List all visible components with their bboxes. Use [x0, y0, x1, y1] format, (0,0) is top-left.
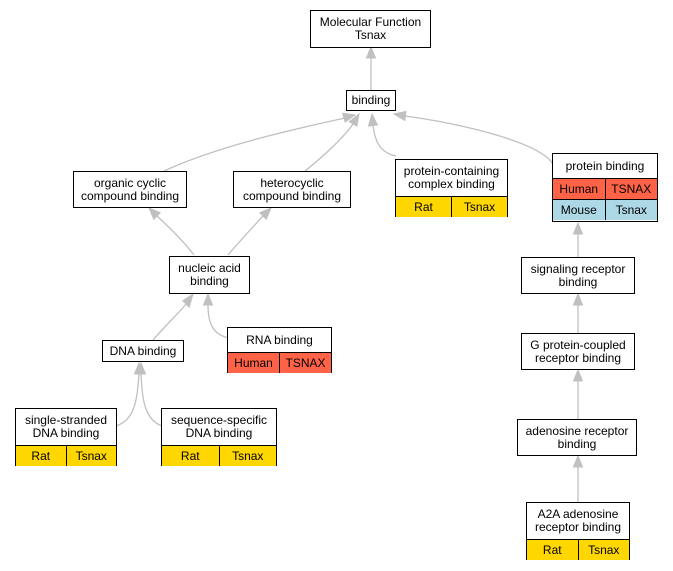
node-label-line2: compound binding [242, 188, 342, 203]
edge-heterocyclic-to-binding [304, 123, 354, 172]
node-label-line1: signaling receptor [530, 261, 626, 276]
node-organic-cyclic-compound-binding[interactable]: organic cyclic compound binding [73, 171, 187, 208]
node-single-stranded-dna-binding[interactable]: single-stranded DNA binding Rat Tsnax [15, 408, 117, 466]
arrowhead [365, 45, 377, 59]
node-label-line2: binding [190, 274, 229, 288]
node-label-line1: G protein-coupled [530, 337, 626, 352]
gene-cell: Tsnax [577, 540, 629, 560]
node-molecular-function[interactable]: Molecular Function Tsnax [310, 10, 431, 48]
arrowhead [348, 112, 360, 128]
node-label-line1: nucleic acid [178, 261, 241, 275]
arrowhead [572, 292, 584, 306]
node-sequence-specific-dna-binding[interactable]: sequence-specific DNA binding Rat Tsnax [161, 408, 277, 466]
node-label-line2: binding [557, 436, 597, 451]
node-label-line2: Tsnax [354, 28, 387, 42]
node-label-line2: DNA binding [32, 426, 100, 440]
node-label-line2: compound binding [80, 188, 180, 203]
edge-protein-containing-to-binding [372, 124, 397, 157]
node-label-line2: receptor binding [534, 350, 622, 365]
species-cell: Human [553, 179, 605, 199]
node-g-protein-coupled-receptor-binding[interactable]: G protein-coupled receptor binding [521, 333, 635, 370]
arrowhead [392, 110, 407, 122]
edge-nucleic-acid-to-organic-cyclic [156, 215, 195, 256]
node-label-line1: binding [351, 93, 391, 107]
node-label-line1: protein-containing [403, 164, 500, 178]
node-label-line1: heterocyclic [260, 175, 324, 190]
node-heterocyclic-compound-binding[interactable]: heterocyclic compound binding [233, 171, 351, 208]
annotation-row: Rat Tsnax [16, 445, 116, 466]
gene-cell: Tsnax [65, 446, 116, 466]
annotation-row: Human TSNAX [228, 352, 331, 373]
edge-dna-binding-to-nucleic-acid [152, 303, 187, 341]
gene-cell: Tsnax [604, 200, 657, 220]
node-label-line2: DNA binding [185, 426, 253, 440]
species-cell: Rat [162, 446, 219, 466]
node-label-line1: RNA binding [246, 332, 313, 347]
annotation-row: Human TSNAX [553, 178, 657, 199]
edge-rna-binding-to-nucleic-acid [207, 304, 230, 339]
arrowhead [148, 207, 162, 221]
node-label-line2: complex binding [408, 177, 495, 191]
edge-protein-binding-to-binding [404, 115, 554, 165]
species-cell: Rat [16, 446, 66, 466]
node-adenosine-receptor-binding[interactable]: adenosine receptor binding [517, 419, 637, 456]
node-label-line1: sequence-specific [170, 413, 268, 427]
arrowhead [258, 207, 272, 221]
species-cell: Human [228, 353, 279, 373]
gene-cell: TSNAX [279, 353, 331, 373]
arrowhead [341, 112, 357, 123]
annotation-row: Rat Tsnax [396, 196, 507, 217]
annotation-row: Rat Tsnax [162, 445, 276, 466]
node-label-line1: single-stranded [24, 413, 108, 427]
node-signaling-receptor-binding[interactable]: signaling receptor binding [521, 257, 635, 294]
node-protein-binding[interactable]: protein binding Human TSNAX Mouse Tsnax [552, 153, 658, 222]
species-cell: Mouse [553, 200, 605, 220]
gene-cell: Tsnax [218, 446, 276, 466]
node-label-line1: A2A adenosine [537, 507, 619, 521]
arrowhead [182, 292, 194, 309]
gene-cell: TSNAX [604, 179, 657, 199]
arrowhead [135, 361, 147, 375]
arrowhead [367, 112, 379, 127]
species-cell: Rat [396, 197, 451, 217]
node-label-line1: adenosine receptor [525, 423, 629, 438]
arrowhead [572, 454, 584, 468]
edge-single-stranded-to-dna-binding [115, 373, 140, 427]
annotation-row: Mouse Tsnax [553, 199, 657, 220]
node-label-line2: receptor binding [534, 520, 622, 534]
edge-sequence-specific-to-dna-binding [140, 373, 163, 427]
node-rna-binding[interactable]: RNA binding Human TSNAX [227, 327, 332, 373]
node-protein-containing-complex-binding[interactable]: protein-containing complex binding Rat T… [395, 159, 508, 217]
node-label-line1: organic cyclic [93, 175, 167, 190]
gene-cell: Tsnax [451, 197, 507, 217]
node-label-line1: Molecular Function [319, 15, 422, 29]
node-nucleic-acid-binding[interactable]: nucleic acid binding [169, 256, 250, 294]
arrowhead [572, 221, 584, 235]
node-a2a-adenosine-receptor-binding[interactable]: A2A adenosine receptor binding Rat Tsnax [526, 502, 630, 560]
node-label-line2: binding [558, 274, 598, 289]
node-binding[interactable]: binding [346, 90, 396, 111]
annotation-row: Rat Tsnax [527, 539, 629, 560]
edges [115, 45, 584, 503]
edge-nucleic-acid-to-heterocyclic [227, 215, 264, 256]
arrowhead [202, 292, 214, 306]
edge-organic-cyclic-to-binding [163, 117, 346, 172]
arrowhead [572, 368, 584, 382]
node-dna-binding[interactable]: DNA binding [102, 340, 184, 362]
node-label-line1: DNA binding [109, 343, 177, 358]
node-label-line1: protein binding [565, 158, 645, 173]
species-cell: Rat [527, 540, 578, 560]
